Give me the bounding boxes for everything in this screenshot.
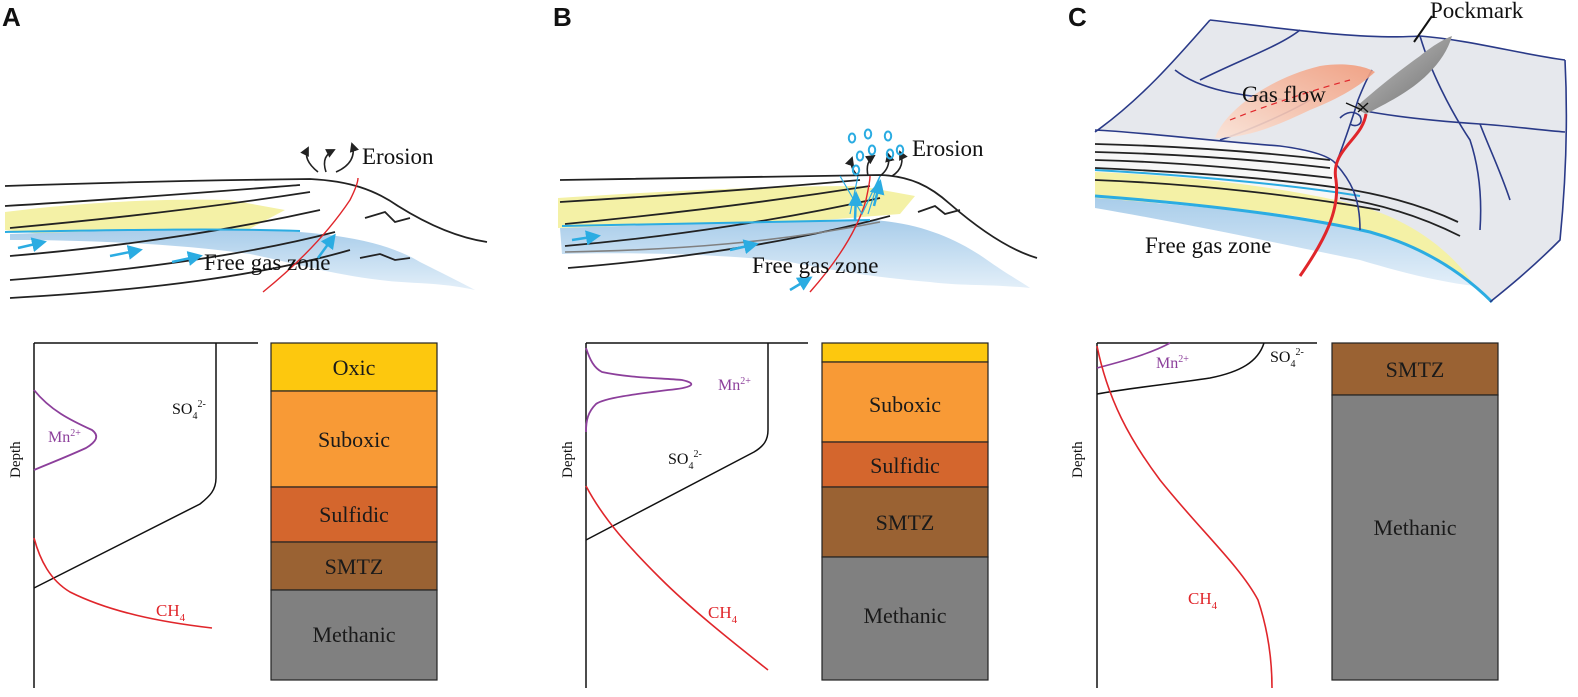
zone-label: Suboxic	[318, 427, 390, 452]
zone-label: SMTZ	[1386, 357, 1445, 382]
panel-c-free-gas-label: Free gas zone	[1145, 233, 1271, 258]
so4-profile	[585, 343, 769, 541]
panel-b-mn-label: Mn2+	[718, 376, 751, 394]
zone-smtz	[1331, 342, 1499, 396]
panel-a-fault	[262, 177, 359, 293]
erosion-arrow	[864, 154, 876, 177]
panel-a-free-gas	[10, 229, 475, 290]
zone-label: Sulfidic	[319, 502, 389, 527]
panel-a-cross-section: Erosion Free gas zone	[4, 142, 488, 299]
zone-oxic	[270, 342, 438, 392]
mn-profile	[33, 389, 98, 471]
panel-c-yellow-sediment	[1095, 172, 1472, 282]
so4-profile	[33, 343, 217, 589]
gas-arrow	[848, 191, 864, 221]
gas-arrow	[789, 276, 813, 292]
zone-sulfidic	[821, 441, 989, 488]
zone-methanic	[270, 589, 438, 681]
panel-c: C	[1068, 0, 1568, 689]
zone-label: SMTZ	[325, 554, 384, 579]
panel-a: A Erosion Free gas zone	[2, 2, 488, 688]
panel-b-fault	[809, 175, 871, 293]
zone-methanic	[821, 556, 989, 681]
gas-bubbles	[847, 128, 905, 176]
zone-label: Methanic	[1373, 515, 1456, 540]
panel-a-so4-label: SO42-	[172, 399, 206, 422]
erosion-arrow	[335, 142, 359, 173]
panel-b: B	[553, 2, 1038, 688]
zone-label: Methanic	[863, 603, 946, 628]
gas-arrow	[316, 233, 336, 259]
panel-c-profile: Depth Mn2+ SO42- CH4	[1070, 342, 1317, 689]
panel-a-letter: A	[2, 2, 21, 32]
panel-b-profile: Depth Mn2+ SO42- CH4	[560, 342, 808, 688]
ch4-profile	[585, 485, 769, 671]
panel-c-pockmark-label: Pockmark	[1430, 0, 1524, 23]
gas-arrow	[17, 237, 47, 253]
zone-label: Suboxic	[869, 392, 941, 417]
gas-boundary	[1094, 194, 1494, 304]
gas-arrow	[109, 244, 143, 260]
panel-b-so4-label: SO42-	[668, 449, 702, 472]
panel-c-letter: C	[1068, 2, 1087, 32]
panel-b-letter: B	[553, 2, 572, 32]
zone-suboxic	[270, 390, 438, 488]
panel-a-ch4-label: CH4	[156, 601, 186, 624]
zone-label: Methanic	[312, 622, 395, 647]
panel-a-yellow-sediment	[5, 199, 285, 236]
panel-c-so4-label: SO42-	[1270, 347, 1304, 370]
panel-c-free-gas	[1095, 198, 1475, 286]
gas-arrow	[171, 251, 203, 266]
zone-suboxic	[821, 361, 989, 443]
panel-a-depth-label: Depth	[8, 441, 24, 478]
panel-c-ch4-label: CH4	[1188, 589, 1218, 612]
panel-a-erosion-label: Erosion	[362, 144, 434, 169]
panel-b-depth-label: Depth	[560, 441, 576, 478]
pockmark	[1355, 36, 1452, 114]
so4-profile	[1096, 342, 1265, 395]
panel-a-mn-label: Mn2+	[48, 428, 81, 446]
ch4-profile	[33, 537, 213, 629]
panel-c-block-diagram: Pockmark Gas flow Free gas zone	[1094, 0, 1568, 304]
zone-methanic	[1331, 394, 1499, 681]
pockmark-leader	[1413, 15, 1433, 43]
panel-b-zonation-column: Suboxic Sulfidic SMTZ Methanic	[821, 342, 989, 681]
erosion-arrow	[323, 149, 336, 173]
zone-oxic	[821, 342, 989, 363]
panel-c-zonation-column: SMTZ Methanic	[1331, 342, 1499, 681]
panel-b-cross-section: Erosion Free gas zone	[558, 128, 1038, 293]
zone-label: Sulfidic	[870, 453, 940, 478]
panel-a-zonation-column: Oxic Suboxic Sulfidic SMTZ Methanic	[270, 342, 438, 681]
mn-profile	[585, 347, 693, 433]
zone-smtz	[270, 541, 438, 591]
gas-plume	[1215, 64, 1375, 138]
panel-a-free-gas-label: Free gas zone	[204, 250, 330, 275]
mn-profile	[1096, 342, 1171, 369]
gas-arrow	[869, 179, 885, 207]
panel-b-free-gas-label: Free gas zone	[752, 253, 878, 278]
gas-arrow	[729, 239, 759, 255]
panel-b-free-gas	[560, 220, 1030, 288]
panel-b-ch4-label: CH4	[708, 603, 738, 626]
gas-arrow	[571, 230, 601, 246]
panel-c-gas-flow-label: Gas flow	[1242, 82, 1326, 107]
zone-sulfidic	[270, 486, 438, 543]
panel-c-depth-label: Depth	[1070, 441, 1086, 478]
zone-smtz	[821, 486, 989, 558]
erosion-arrow	[879, 152, 895, 177]
panel-b-erosion-label: Erosion	[912, 136, 984, 161]
panel-c-fault	[1298, 113, 1368, 277]
zone-label: Oxic	[333, 355, 376, 380]
erosion-arrow	[300, 146, 319, 173]
panel-a-profile: Depth Mn2+ SO42- CH4	[8, 342, 258, 688]
panel-c-mn-label: Mn2+	[1156, 354, 1189, 372]
ch4-profile	[1096, 345, 1273, 689]
zone-label: SMTZ	[876, 510, 935, 535]
